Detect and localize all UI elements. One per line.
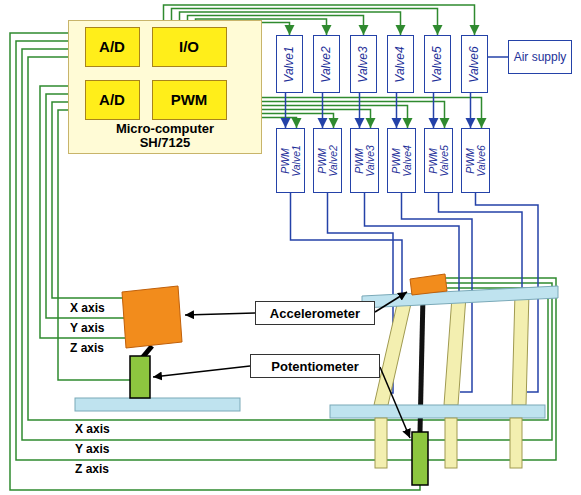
signal-wire bbox=[22, 49, 552, 440]
potentiometer-symbol bbox=[412, 432, 428, 485]
top-plate bbox=[362, 286, 558, 308]
node-text: PWM Valve6 bbox=[465, 138, 487, 184]
air-hose bbox=[291, 193, 403, 301]
valve-box: Valve3 bbox=[350, 35, 377, 93]
io-box: I/O bbox=[152, 27, 227, 67]
leader-arrow bbox=[375, 292, 407, 312]
connector bbox=[285, 93, 287, 128]
converter-box: A/D bbox=[85, 27, 140, 67]
air-hose bbox=[365, 193, 460, 298]
cylinder-stub bbox=[375, 418, 387, 468]
node-text: PWM Valve1 bbox=[280, 138, 302, 184]
base-plate bbox=[330, 405, 545, 418]
axis-label: X axis bbox=[70, 302, 105, 315]
pwm-valve-box: PWM Valve2 bbox=[313, 128, 342, 193]
node-text: Valve6 bbox=[468, 46, 481, 82]
node-text: Valve1 bbox=[283, 46, 296, 82]
node-text: I/O bbox=[179, 38, 199, 55]
node-text: Valve5 bbox=[431, 46, 444, 82]
axis-label: Y axis bbox=[75, 443, 109, 456]
node-text: PWM Valve5 bbox=[428, 138, 450, 184]
cylinder-stub bbox=[445, 418, 457, 468]
signal-wire bbox=[16, 41, 556, 460]
valve-box: Valve4 bbox=[387, 35, 414, 93]
node-text: Accelerometer bbox=[270, 306, 360, 321]
converter-box: A/D bbox=[85, 80, 140, 120]
pwm-box: PWM bbox=[152, 80, 227, 120]
node-text: Micro-computer SH/7125 bbox=[105, 122, 225, 150]
air-supply-box: Air supply bbox=[508, 40, 572, 74]
microcomputer-box: Micro-computer SH/7125 A/D I/O A/D PWM bbox=[68, 20, 262, 154]
cylinder-leg bbox=[512, 292, 529, 405]
node-text: Air supply bbox=[514, 50, 567, 64]
axis-label: Y axis bbox=[70, 322, 104, 335]
valve-box: Valve2 bbox=[313, 35, 340, 93]
leader-arrow bbox=[185, 313, 255, 315]
valve-box: Valve1 bbox=[276, 35, 303, 93]
node-text: Potentiometer bbox=[271, 359, 358, 374]
cylinder-leg bbox=[444, 296, 466, 405]
leader-arrow bbox=[153, 366, 250, 377]
axis-label: X axis bbox=[75, 423, 110, 436]
base-plate bbox=[75, 398, 240, 411]
connector bbox=[396, 93, 398, 128]
node-text: PWM bbox=[171, 91, 208, 108]
connector bbox=[359, 93, 361, 128]
potentiometer-symbol bbox=[130, 356, 150, 398]
connector bbox=[322, 93, 324, 128]
callout-box: Accelerometer bbox=[255, 301, 375, 325]
valve-box: Valve6 bbox=[461, 35, 488, 93]
node-text: PWM Valve2 bbox=[317, 138, 339, 184]
accelerometer-symbol bbox=[122, 286, 182, 348]
connector bbox=[227, 98, 482, 129]
node-text: A/D bbox=[99, 91, 125, 108]
axis-label: Z axis bbox=[70, 342, 104, 355]
signal-wire bbox=[28, 57, 548, 420]
axis-label: Z axis bbox=[75, 463, 109, 476]
node-text: PWM Valve3 bbox=[354, 138, 376, 184]
node-text: Valve4 bbox=[394, 46, 407, 82]
air-hose bbox=[439, 193, 523, 294]
pwm-valve-box: PWM Valve1 bbox=[276, 128, 305, 193]
pwm-valve-box: PWM Valve3 bbox=[350, 128, 379, 193]
connector bbox=[433, 93, 435, 128]
pwm-valve-box: PWM Valve4 bbox=[387, 128, 416, 193]
node-text: A/D bbox=[99, 38, 125, 55]
leader-arrow bbox=[380, 367, 410, 438]
cylinder-stub bbox=[510, 418, 522, 468]
accelerometer-symbol bbox=[410, 274, 447, 295]
node-text: Valve2 bbox=[320, 46, 333, 82]
connector bbox=[470, 93, 472, 128]
valve-box: Valve5 bbox=[424, 35, 451, 93]
connector bbox=[488, 56, 508, 58]
cylinder-leg bbox=[374, 299, 412, 405]
pwm-valve-box: PWM Valve6 bbox=[461, 128, 490, 193]
node-text: Valve3 bbox=[357, 46, 370, 82]
pwm-valve-box: PWM Valve5 bbox=[424, 128, 453, 193]
callout-box: Potentiometer bbox=[250, 354, 380, 378]
node-text: PWM Valve4 bbox=[391, 138, 413, 184]
